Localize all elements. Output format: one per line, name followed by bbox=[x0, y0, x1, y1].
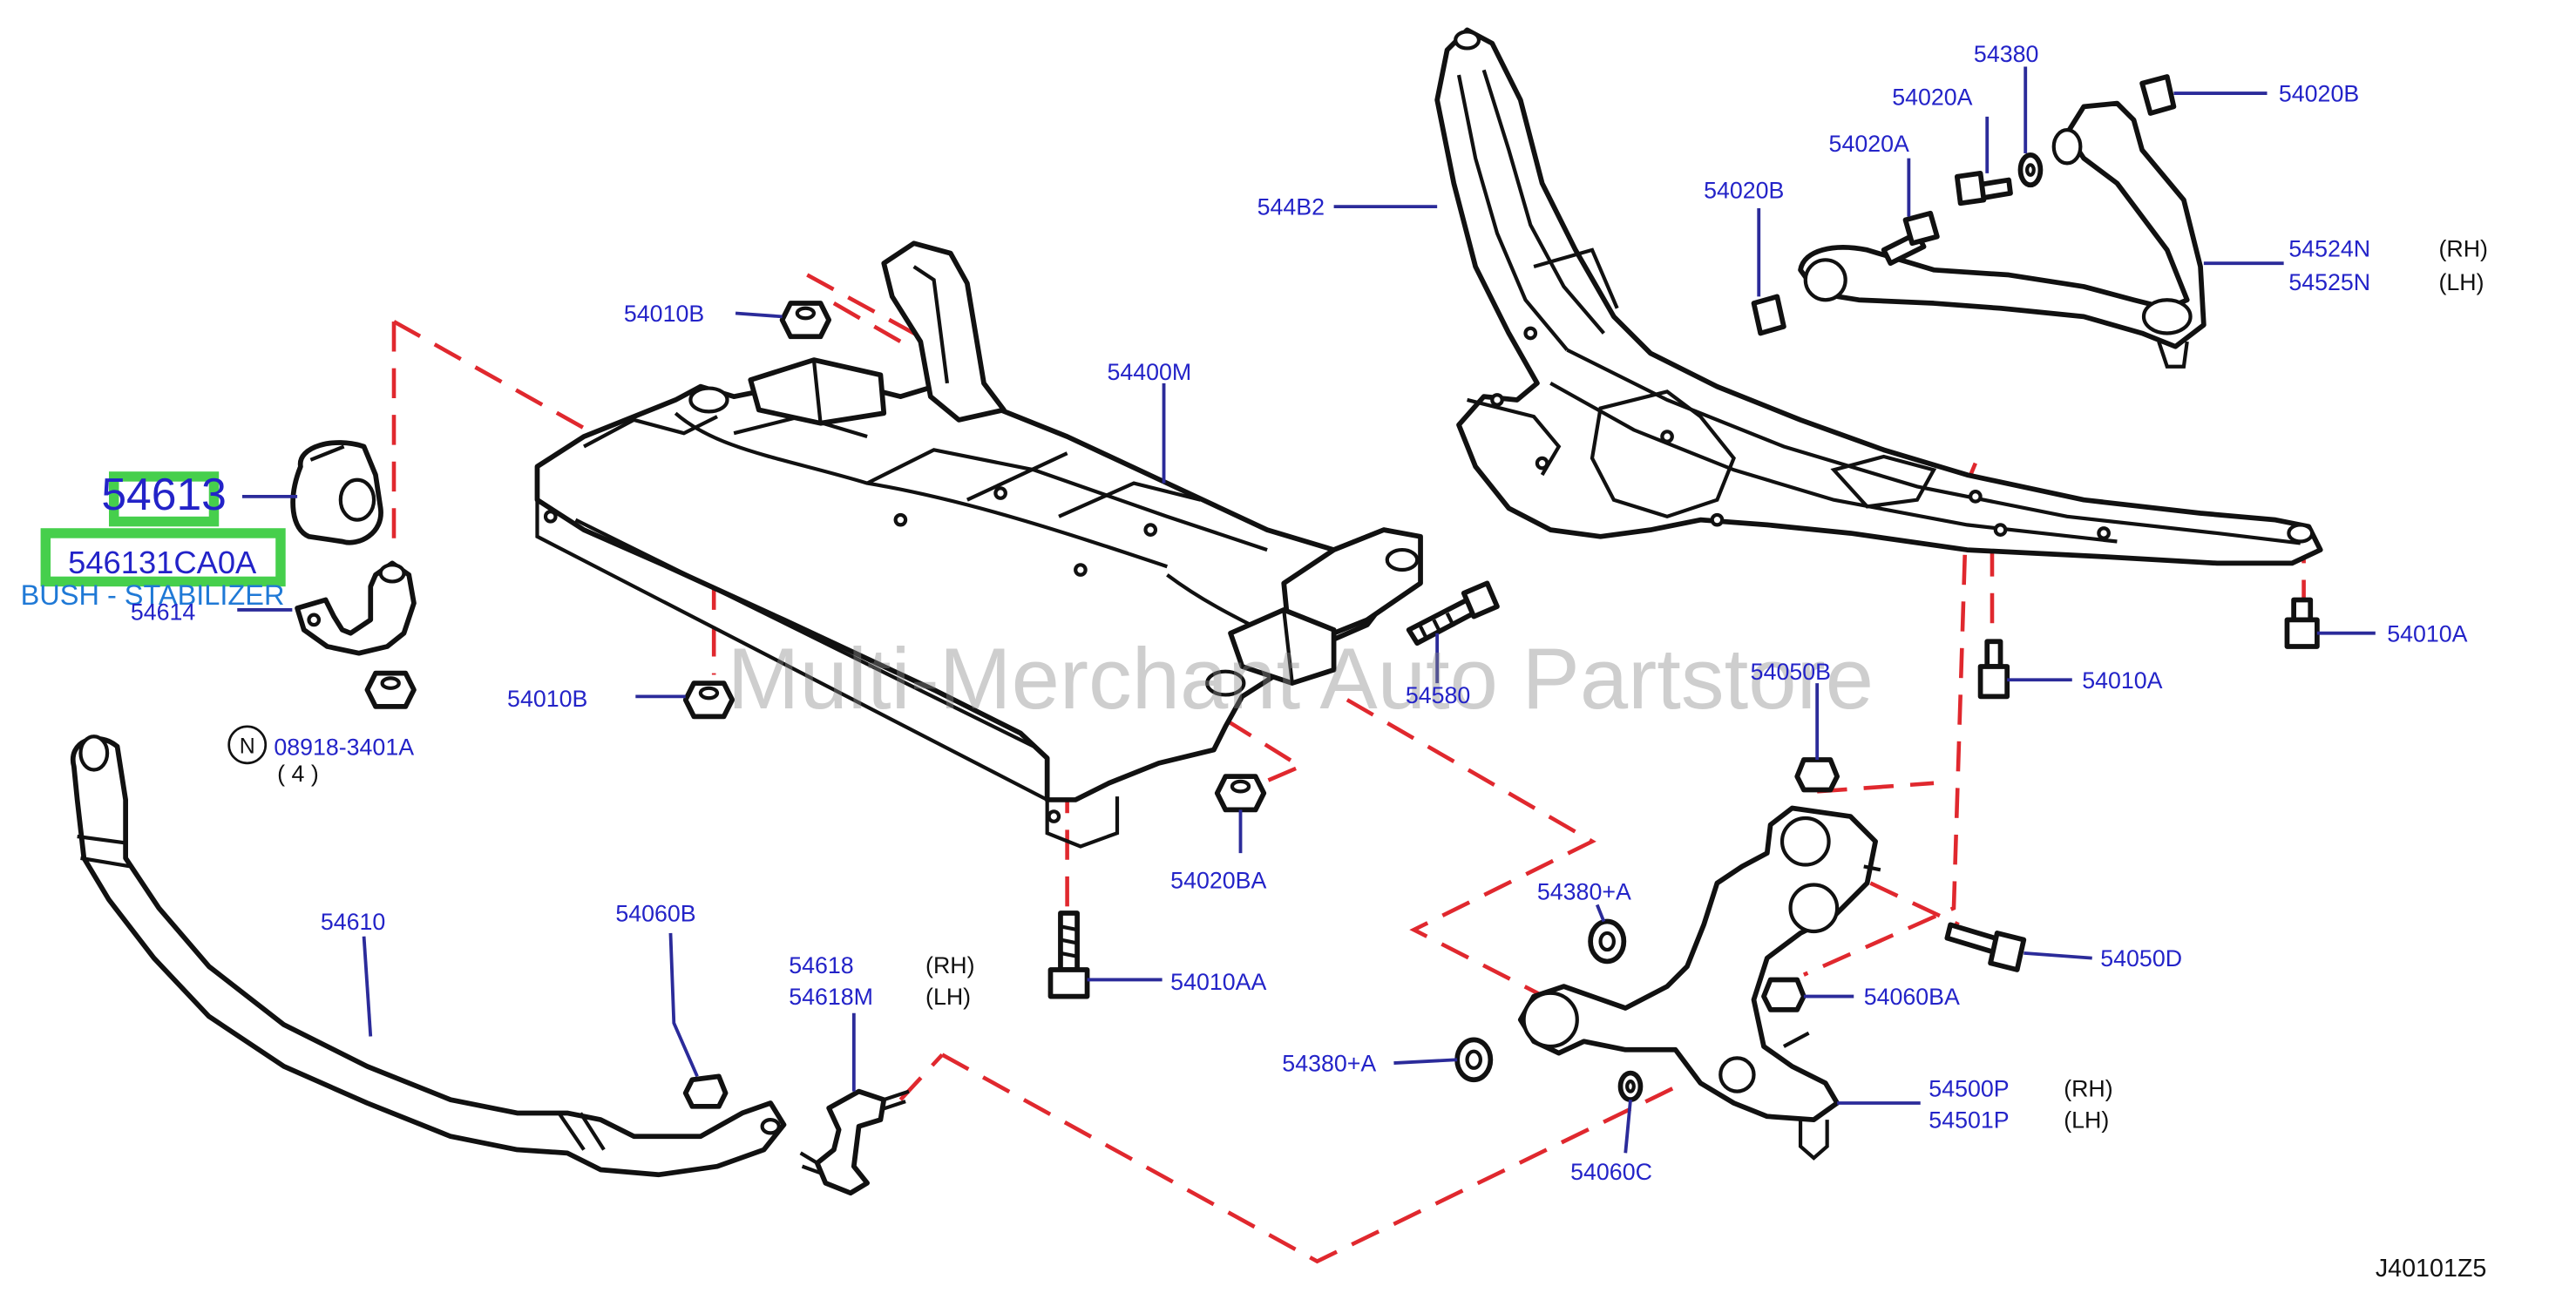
callout-54020b-left[interactable]: 54020B bbox=[1704, 178, 1784, 204]
callout-54020b-right[interactable]: 54020B bbox=[2279, 81, 2359, 107]
callout-54618[interactable]: 54618 bbox=[789, 952, 853, 978]
callout-54613[interactable]: 54613 bbox=[101, 469, 227, 519]
nut-54010b-top[interactable] bbox=[779, 301, 832, 340]
washer-54060c[interactable] bbox=[1617, 1070, 1644, 1103]
side-rh-lower-arm: (RH) bbox=[2064, 1075, 2113, 1101]
part-description: BUSH - STABILIZER bbox=[21, 579, 285, 611]
bolt-54020a-2[interactable] bbox=[1954, 171, 2013, 206]
highlight-box-part bbox=[108, 471, 220, 527]
bolt-54010aa[interactable] bbox=[1047, 911, 1090, 999]
washer-54380[interactable] bbox=[2017, 152, 2044, 188]
callout-08918-3401a[interactable]: 08918-3401A bbox=[274, 734, 414, 760]
callout-54610[interactable]: 54610 bbox=[321, 909, 385, 935]
nut-54020b-right[interactable] bbox=[2139, 74, 2177, 116]
upper-control-arm[interactable] bbox=[1798, 100, 2207, 369]
oem-part-number[interactable]: 546131CA0A bbox=[68, 545, 257, 580]
quantity-note: ( 4 ) bbox=[277, 761, 319, 787]
nut-54020ba[interactable] bbox=[1214, 774, 1267, 813]
side-rh-upper-arm: (RH) bbox=[2438, 236, 2488, 262]
side-lh-link: (LH) bbox=[925, 984, 971, 1010]
diagram-code: J40101Z5 bbox=[2376, 1255, 2487, 1283]
stabilizer-clamp[interactable] bbox=[295, 560, 417, 656]
callout-54060ba[interactable]: 54060BA bbox=[1864, 984, 1960, 1010]
callout-54010a-right[interactable]: 54010A bbox=[2387, 620, 2467, 646]
nut-54050b[interactable] bbox=[1794, 757, 1840, 793]
callout-54060c[interactable]: 54060C bbox=[1570, 1159, 1652, 1185]
side-rh-link: (RH) bbox=[925, 952, 975, 978]
callout-54050d[interactable]: 54050D bbox=[2100, 945, 2182, 971]
bolt-54010a-right[interactable] bbox=[2284, 597, 2320, 649]
callout-54010a-mid[interactable]: 54010A bbox=[2082, 667, 2162, 694]
callout-54525n[interactable]: 54525N bbox=[2288, 269, 2370, 295]
callout-labels: 54614 N 08918-3401A ( 4 ) 54010B 54010B … bbox=[131, 41, 2488, 1283]
bolt-54010a-mid[interactable] bbox=[1977, 639, 2010, 700]
callout-54010b-bottom[interactable]: 54010B bbox=[507, 686, 587, 712]
stabilizer-bushing[interactable] bbox=[290, 440, 383, 545]
clamp-nut[interactable] bbox=[364, 670, 417, 709]
callout-54050b[interactable]: 54050B bbox=[1751, 659, 1831, 685]
callout-54010aa[interactable]: 54010AA bbox=[1170, 969, 1266, 995]
callout-54020a-lower[interactable]: 54020A bbox=[1829, 131, 1909, 157]
note-circle bbox=[227, 725, 268, 765]
washer-54380a-1[interactable] bbox=[1588, 918, 1627, 965]
nut-54020b-left[interactable] bbox=[1751, 294, 1786, 336]
bolt-54020a-1[interactable] bbox=[1881, 210, 1940, 267]
highlight-box-oem bbox=[40, 528, 286, 587]
callout-54380[interactable]: 54380 bbox=[1974, 41, 2038, 67]
callout-54618m[interactable]: 54618M bbox=[789, 984, 873, 1010]
side-lh-upper-arm: (LH) bbox=[2438, 269, 2484, 295]
front-subframe[interactable] bbox=[534, 240, 1423, 849]
leader-lines bbox=[237, 66, 2376, 1154]
callout-54020a-upper[interactable]: 54020A bbox=[1892, 84, 1972, 110]
stabilizer-bar[interactable] bbox=[70, 735, 787, 1178]
callout-54380a-upper[interactable]: 54380+A bbox=[1537, 879, 1631, 905]
bolt-54050d[interactable] bbox=[1944, 922, 2027, 972]
nut-54060ba[interactable] bbox=[1761, 977, 1807, 1012]
callout-54501p[interactable]: 54501P bbox=[1929, 1107, 2009, 1134]
nut-54010b-bottom[interactable] bbox=[682, 680, 736, 720]
callout-54380a-lower[interactable]: 54380+A bbox=[1282, 1051, 1376, 1077]
side-lh-lower-arm: (LH) bbox=[2064, 1107, 2109, 1134]
callout-54524n[interactable]: 54524N bbox=[2288, 236, 2370, 262]
callout-544b2[interactable]: 544B2 bbox=[1257, 194, 1325, 220]
callout-54400m[interactable]: 54400M bbox=[1108, 359, 1192, 385]
watermark-text: Multi-Merchant Auto Partstore bbox=[728, 631, 1874, 728]
callout-54580[interactable]: 54580 bbox=[1406, 682, 1470, 708]
note-symbol: N bbox=[240, 734, 255, 758]
nut-54060b[interactable] bbox=[682, 1073, 729, 1109]
callout-54500p[interactable]: 54500P bbox=[1929, 1075, 2009, 1101]
stabilizer-link[interactable] bbox=[799, 1088, 910, 1196]
callout-54614[interactable]: 54614 bbox=[131, 599, 196, 625]
callout-54020ba[interactable]: 54020BA bbox=[1170, 867, 1266, 893]
callout-54060b[interactable]: 54060B bbox=[615, 901, 695, 927]
lower-control-arm[interactable] bbox=[1517, 805, 1881, 1161]
bolt-54580[interactable] bbox=[1406, 580, 1500, 646]
washer-54380a-2[interactable] bbox=[1454, 1037, 1494, 1083]
callout-54010b-top[interactable]: 54010B bbox=[624, 301, 704, 327]
crossmember-544b2[interactable] bbox=[1434, 27, 2323, 566]
